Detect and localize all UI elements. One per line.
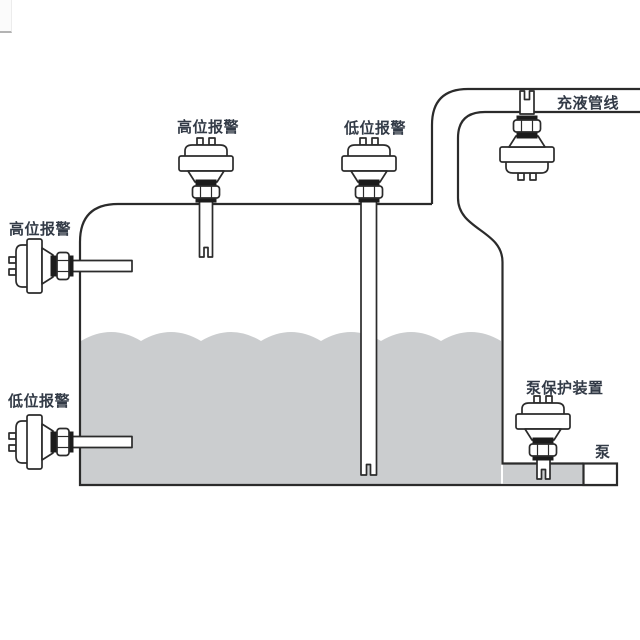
pump-suction-pipe-liquid <box>503 464 584 484</box>
label-side-high-alarm: 高位报警 <box>9 221 72 238</box>
tank-outline <box>78 202 618 487</box>
sensor-fork-probe <box>536 457 551 480</box>
tank-right-wall-and-fill-pipe-inner-line <box>456 110 640 465</box>
label-fill-line: 充液管线 <box>557 95 620 112</box>
pump-protection-sensor <box>515 395 571 480</box>
sensor-fork-probe <box>519 90 535 115</box>
side-high-level-alarm-sensor <box>8 238 133 294</box>
sensor-probe <box>70 435 133 449</box>
top-high-level-alarm-sensor <box>178 137 234 258</box>
side-low-level-alarm-sensor <box>8 414 133 470</box>
sensor-probe <box>70 259 133 273</box>
fill-pipe-outer-line <box>430 87 640 204</box>
label-pump: 泵 <box>595 444 611 461</box>
sensor-probe <box>198 197 214 258</box>
label-top-low-alarm: 低位报警 <box>344 120 407 137</box>
tank-liquid <box>81 332 501 484</box>
window-edge-artifact <box>0 0 12 33</box>
label-top-high-alarm: 高位报警 <box>177 119 240 136</box>
sensor-probe <box>360 197 378 476</box>
fill-line-sensor <box>499 90 555 181</box>
label-pump-protection: 泵保护装置 <box>526 380 604 397</box>
pump-box <box>582 462 619 487</box>
top-low-level-alarm-sensor <box>341 137 397 476</box>
label-side-low-alarm: 低位报警 <box>8 393 71 410</box>
